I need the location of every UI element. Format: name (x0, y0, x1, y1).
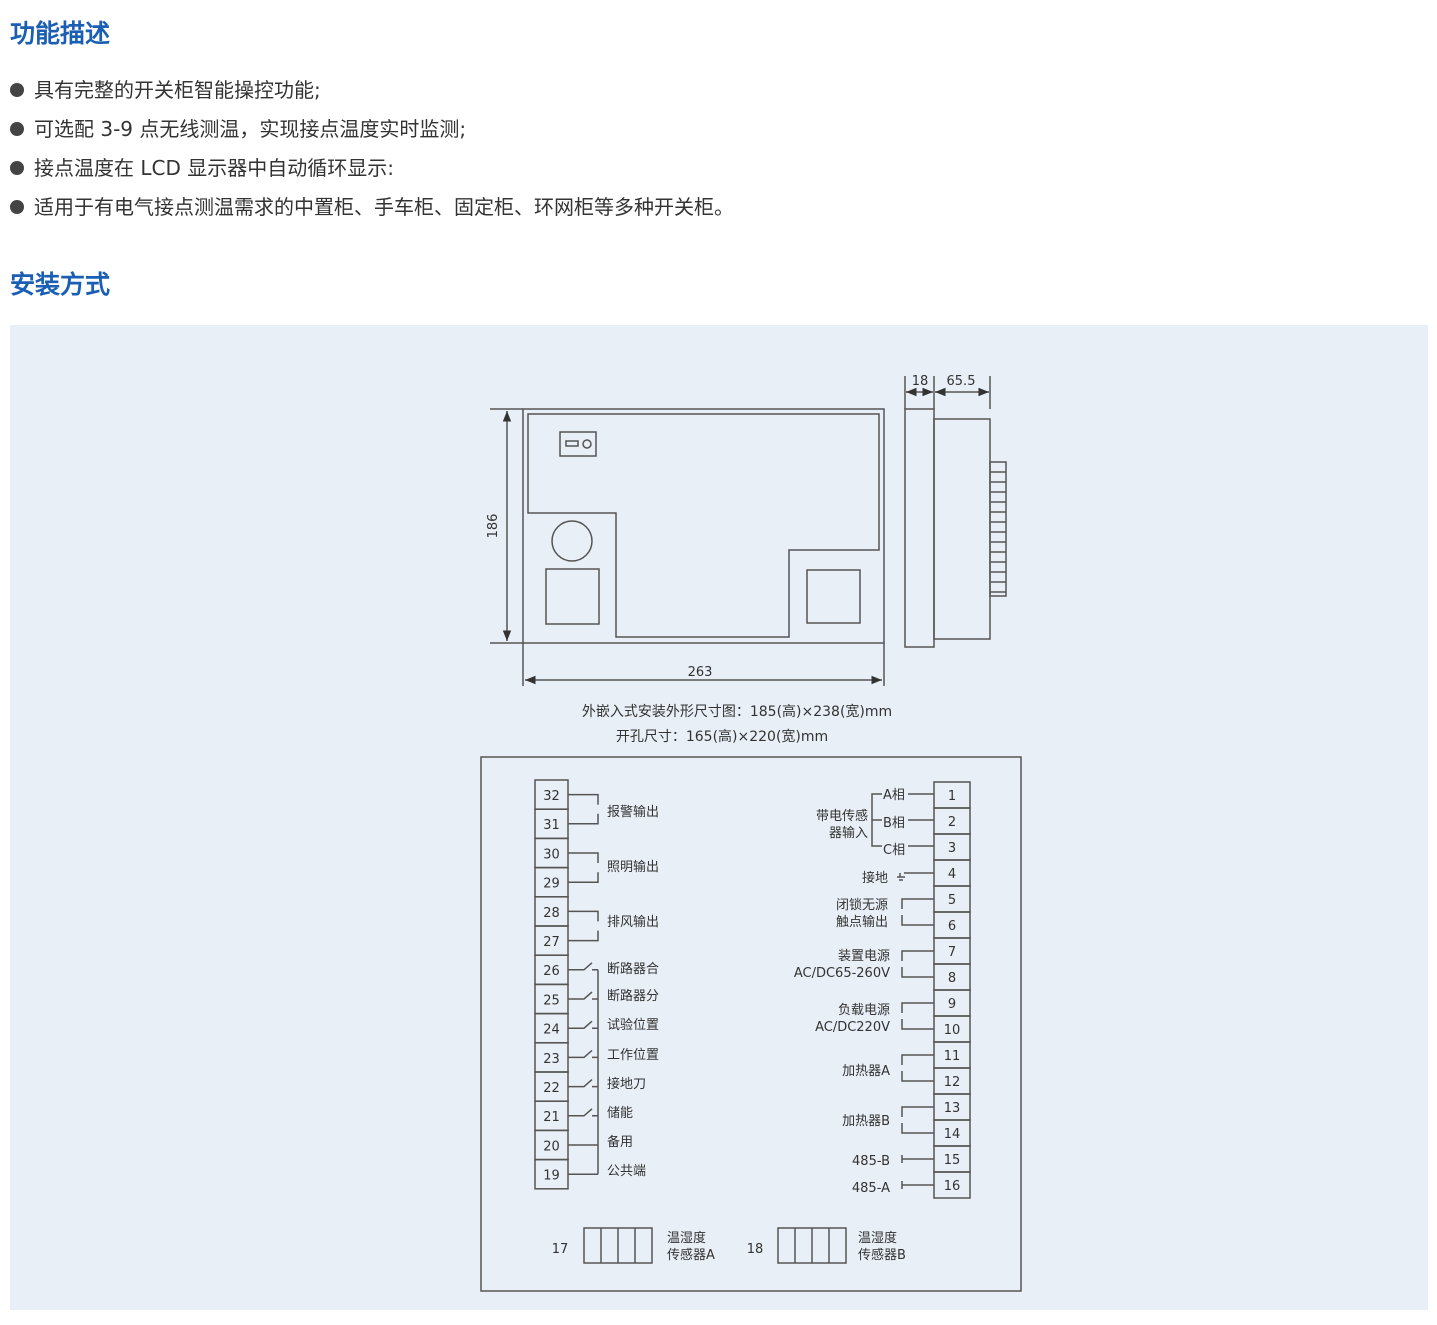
dim-depth-back: 65.5 (947, 374, 976, 389)
label-lock-2: 触点输出 (836, 914, 888, 930)
label-device-power: 装置电源 (838, 949, 890, 964)
sensor-a-label-2: 传感器A (667, 1247, 715, 1263)
terminal-number: 8 (948, 971, 956, 986)
terminal-number: 19 (543, 1169, 560, 1184)
label-breaker-open: 断路器分 (607, 988, 659, 1004)
label-485-a: 485-A (852, 1181, 890, 1196)
label-fan-output: 排风输出 (607, 914, 659, 930)
bullet-icon (10, 199, 24, 214)
label-heater-a: 加热器A (842, 1064, 890, 1079)
terminal-number: 21 (543, 1110, 560, 1125)
dim-height: 186 (486, 514, 501, 539)
diagram-panel (10, 325, 1428, 1310)
terminal-number: 20 (543, 1139, 560, 1154)
terminal-number: 16 (944, 1179, 961, 1194)
terminal-number: 22 (543, 1081, 560, 1096)
list-item: 具有完整的开关柜智能操控功能; (10, 70, 734, 109)
terminal-number: 25 (543, 993, 560, 1008)
label-earth-switch: 接地刀 (607, 1076, 646, 1092)
label-phase-b: B相 (883, 816, 905, 831)
label-heater-b: 加热器B (842, 1114, 890, 1129)
terminal-number: 27 (543, 935, 560, 950)
install-title: 安装方式 (10, 270, 111, 299)
sensor-b-connector (777, 1227, 847, 1264)
bullet-icon (10, 160, 24, 175)
left-terminal-strip: 32 31 30 29 28 27 26 25 24 23 22 21 20 19 (534, 779, 569, 1190)
label-work-position: 工作位置 (607, 1048, 659, 1063)
terminal-number: 31 (543, 818, 560, 833)
side-view: 18 65.5 (904, 374, 1007, 648)
label-phase-c: C相 (883, 843, 905, 858)
label-load-voltage: AC/DC220V (815, 1020, 890, 1035)
terminal-number: 13 (944, 1101, 961, 1116)
label-phase-a: A相 (883, 788, 905, 803)
right-wiring (871, 793, 934, 1189)
label-sensor-input-2: 器输入 (829, 825, 868, 841)
switch-icon (559, 431, 597, 457)
terminal-number: 12 (944, 1075, 961, 1090)
terminal-number: 5 (948, 893, 956, 908)
sensor-a-label-1: 温湿度 (667, 1230, 706, 1246)
terminal-number: 3 (948, 841, 956, 856)
terminal-number: 29 (543, 877, 560, 892)
label-alarm-output: 报警输出 (607, 804, 659, 820)
feature-text: 可选配 3-9 点无线测温，实现接点温度实时监测; (34, 116, 467, 141)
terminal-number: 23 (543, 1052, 560, 1067)
sensor-b-label-2: 传感器B (858, 1247, 906, 1263)
terminal-number: 7 (948, 945, 956, 960)
label-sensor-input-1: 带电传感 (816, 808, 868, 824)
list-item: 接点温度在 LCD 显示器中自动循环显示: (10, 148, 734, 187)
terminal-number: 24 (543, 1023, 560, 1038)
sensor-b-label-1: 温湿度 (858, 1230, 897, 1246)
label-breaker-close: 断路器合 (607, 961, 659, 977)
terminal-number: 6 (948, 919, 956, 934)
terminal-number: 28 (543, 906, 560, 921)
terminal-number: 32 (543, 789, 560, 804)
sensor-b-number: 18 (747, 1242, 764, 1257)
bullet-icon (10, 121, 24, 136)
ground-icon (897, 872, 934, 881)
left-wiring (568, 793, 599, 1175)
front-view: 186 263 (486, 408, 885, 686)
label-light-output: 照明输出 (607, 859, 659, 875)
label-ground: 接地 (862, 870, 888, 886)
list-item: 可选配 3-9 点无线测温，实现接点温度实时监测; (10, 109, 734, 148)
sensor-a-number: 17 (552, 1242, 569, 1257)
terminal-number: 15 (944, 1153, 961, 1168)
terminal-number: 1 (948, 789, 956, 804)
indicator-circle (551, 520, 593, 562)
label-common: 公共端 (607, 1164, 646, 1179)
label-485-b: 485-B (852, 1154, 890, 1169)
caption-cutout: 开孔尺寸：165(高)×220(宽)mm (616, 728, 828, 745)
terminal-number: 11 (944, 1049, 961, 1064)
dim-depth-front: 18 (912, 374, 929, 389)
dim-width: 263 (688, 665, 713, 680)
feature-text: 接点温度在 LCD 显示器中自动循环显示: (34, 155, 394, 180)
feature-list: 具有完整的开关柜智能操控功能; 可选配 3-9 点无线测温，实现接点温度实时监测… (10, 70, 734, 226)
terminal-number: 26 (543, 964, 560, 979)
label-energy-storage: 储能 (607, 1106, 633, 1121)
feature-text: 适用于有电气接点测温需求的中置柜、手车柜、固定柜、环网柜等多种开关柜。 (34, 194, 734, 219)
features-title: 功能描述 (10, 19, 111, 48)
bullet-icon (10, 82, 24, 97)
terminal-number: 4 (948, 867, 956, 882)
terminal-number: 9 (948, 997, 956, 1012)
label-device-voltage: AC/DC65-260V (794, 966, 890, 981)
label-spare: 备用 (607, 1134, 633, 1150)
label-test-position: 试验位置 (607, 1017, 659, 1033)
label-lock-1: 闭锁无源 (836, 897, 888, 913)
caption-outline: 外嵌入式安装外形尺寸图：185(高)×238(宽)mm (582, 703, 892, 720)
list-item: 适用于有电气接点测温需求的中置柜、手车柜、固定柜、环网柜等多种开关柜。 (10, 187, 734, 226)
terminal-number: 14 (944, 1127, 961, 1142)
terminal-number: 30 (543, 847, 560, 862)
feature-text: 具有完整的开关柜智能操控功能; (34, 77, 321, 102)
terminal-number: 10 (944, 1023, 961, 1038)
sensor-a-connector (583, 1227, 653, 1264)
label-load-power: 负载电源 (838, 1003, 890, 1018)
terminal-number: 2 (948, 815, 956, 830)
